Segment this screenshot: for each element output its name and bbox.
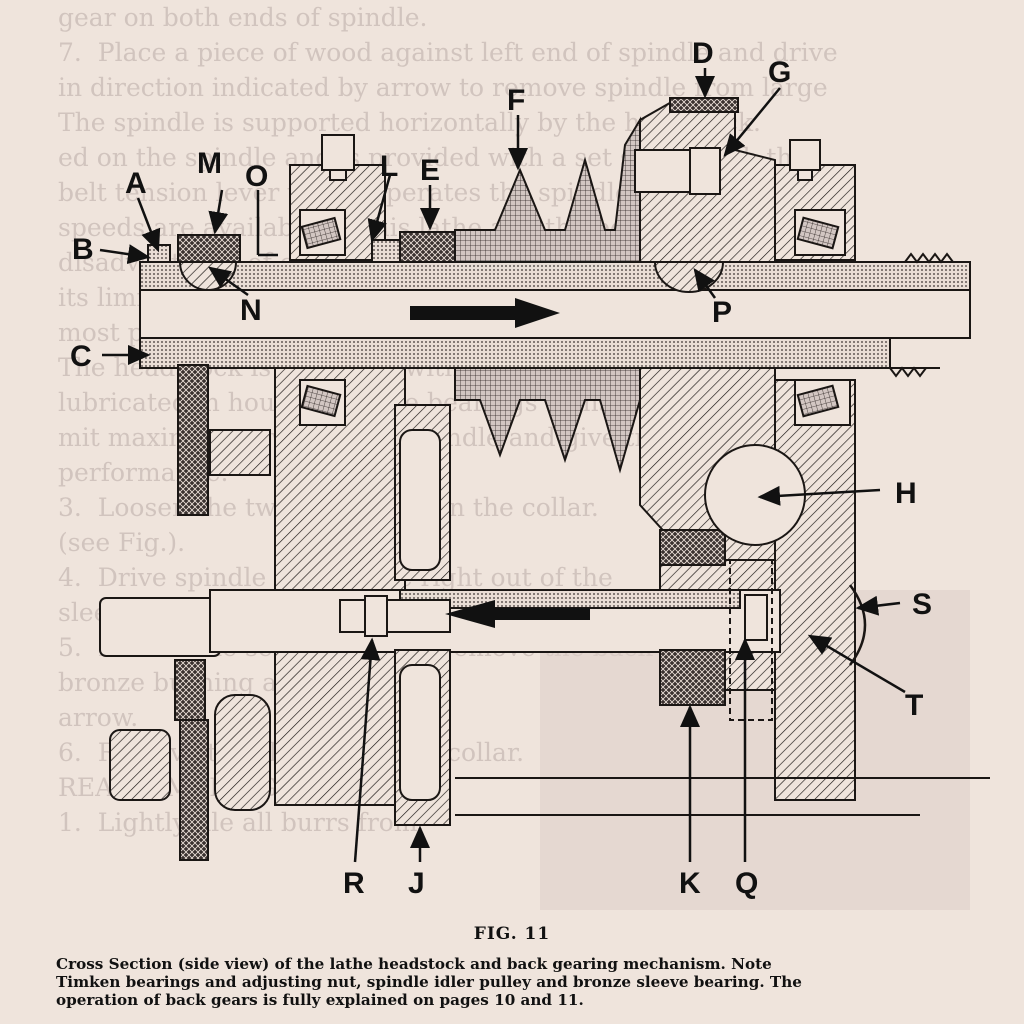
figure-title: FIG. 11: [473, 924, 551, 944]
label-r: R: [343, 867, 365, 900]
label-h: H: [895, 477, 917, 510]
leader-lines: [99, 68, 906, 863]
label-a: A: [125, 167, 147, 200]
headstock-housing: [274, 164, 856, 806]
end-gear-train: [109, 364, 271, 861]
label-l: L: [380, 150, 398, 183]
back-gears: [394, 404, 726, 826]
headstock-cross-section-diagram: A B C D E F G H J K L M N O P Q R S T: [70, 37, 990, 910]
label-e: E: [420, 154, 440, 187]
label-j: J: [408, 867, 425, 900]
base-lines: [455, 777, 990, 816]
label-n: N: [240, 294, 262, 327]
label-f: F: [507, 84, 525, 117]
label-g: G: [768, 56, 791, 89]
label-o: O: [245, 160, 268, 193]
label-p: P: [712, 296, 732, 329]
figure-caption: Cross Section (side view) of the lathe h…: [56, 955, 976, 1009]
label-m: M: [197, 147, 222, 180]
label-k: K: [679, 867, 701, 900]
label-b: B: [72, 233, 94, 266]
back-gear-direction-arrow: [445, 600, 590, 628]
label-d: D: [692, 37, 714, 70]
eccentric-sleeve-arc: [848, 584, 867, 666]
label-q: Q: [735, 867, 758, 900]
oil-cups: [321, 134, 821, 181]
caption-line: Cross Section (side view) of the lathe h…: [56, 955, 772, 973]
label-c: C: [70, 340, 92, 373]
caption-line: Timken bearings and adjusting nut, spind…: [56, 973, 802, 991]
label-s: S: [912, 588, 932, 621]
spindle-direction-arrow: [410, 298, 560, 328]
timken-bearings: [299, 209, 851, 426]
main-spindle: [139, 252, 971, 378]
caption-line: operation of back gears is fully explain…: [56, 991, 584, 1009]
back-gear-shaft: [99, 589, 781, 657]
label-t: T: [905, 689, 923, 722]
eccentric-lever: [704, 444, 806, 721]
